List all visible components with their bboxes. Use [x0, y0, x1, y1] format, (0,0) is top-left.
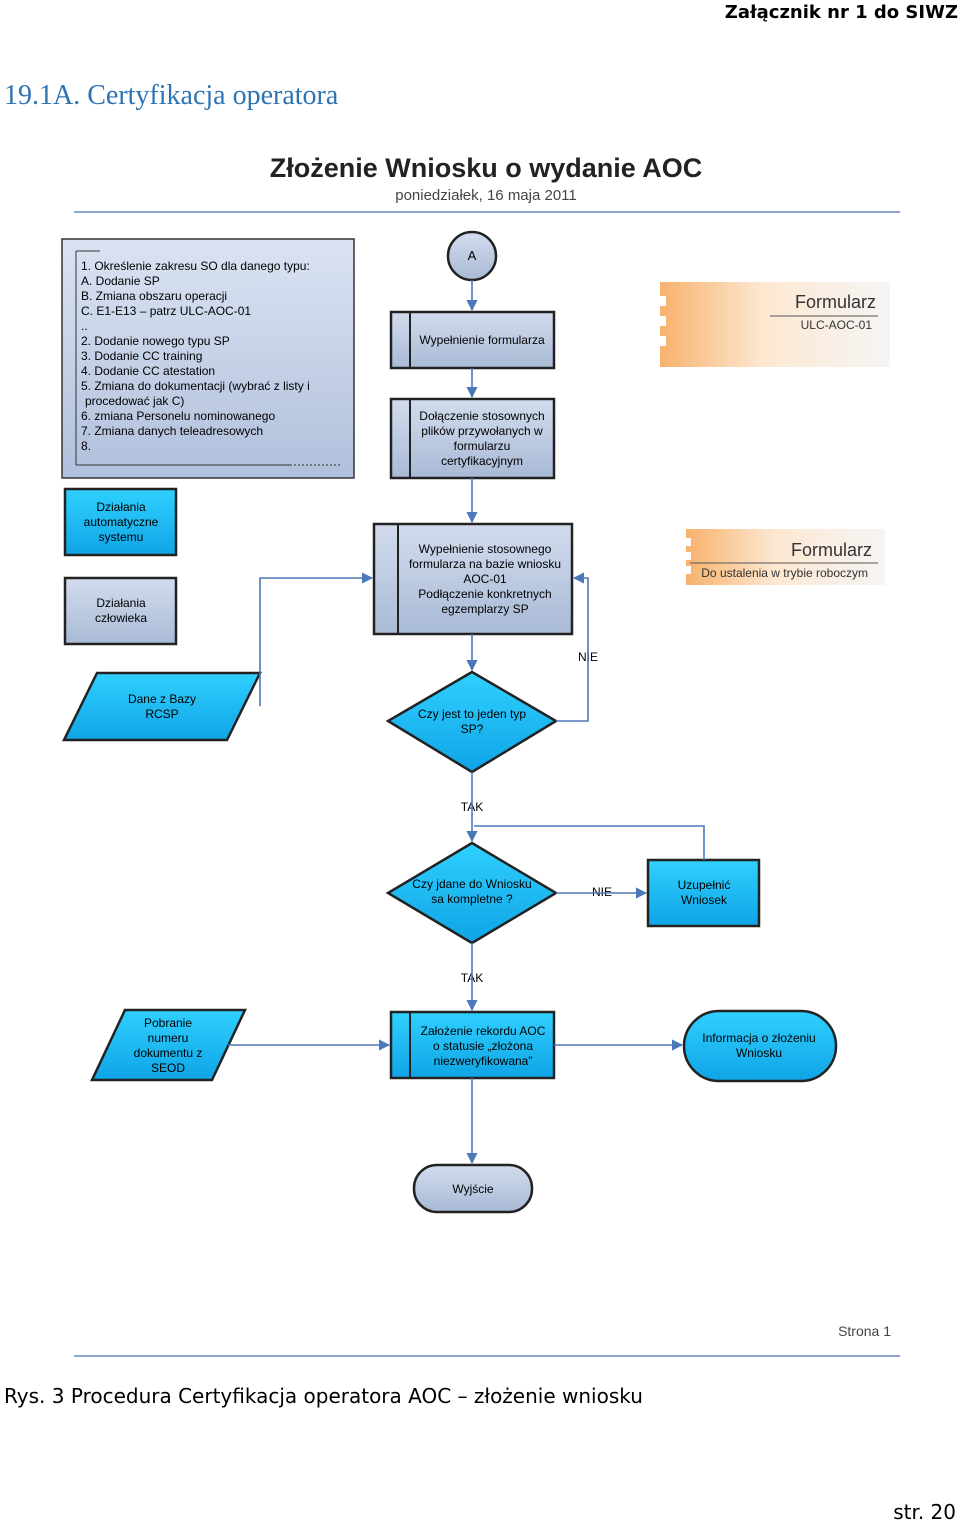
- attach-files-text: Dołączenie stosownych plików przywołanyc…: [419, 409, 544, 468]
- form1-title: Formularz: [795, 292, 876, 312]
- seod-data: [90, 1008, 247, 1082]
- exit-label: Wyjście: [452, 1182, 494, 1196]
- form1-tab: [656, 316, 666, 326]
- note-line: C. E1-E13 – patrz ULC-AOC-01: [81, 304, 251, 318]
- fill-aoc-line: Podłączenie konkretnych: [418, 587, 551, 601]
- attach-files-line: formularzu: [454, 439, 511, 453]
- legend-auto-line: systemu: [99, 530, 144, 544]
- section-title: 19.1A. Certyfikacja operatora: [4, 80, 339, 111]
- note-line: 8.: [81, 439, 91, 453]
- create-record-text: Założenie rekordu AOC o statusie „złożon…: [421, 1024, 546, 1068]
- seod-text: Pobranie numeru dokumentu z SEOD: [134, 1016, 203, 1075]
- info-terminator: [682, 1009, 838, 1083]
- figure-caption: Rys. 3 Procedura Certyfikacja operatora …: [4, 1384, 643, 1408]
- form2-tab: [682, 552, 691, 560]
- legend-auto-text: Działania automatyczne systemu: [84, 500, 159, 544]
- attachment-header: Załącznik nr 1 do SIWZ: [724, 2, 958, 23]
- note-line: 1. Określenie zakresu SO dla danego typu…: [81, 259, 310, 273]
- fill-aoc-line: AOC-01: [463, 572, 507, 586]
- scope-note-box: [61, 238, 355, 479]
- fill-form-label: Wypełnienie formularza: [419, 333, 545, 347]
- exit-terminator: [412, 1163, 534, 1214]
- create-record-box: [389, 1010, 556, 1080]
- form-roboczy: Formularz Do ustalenia w trybie roboczym: [682, 529, 885, 585]
- info-line: Wniosku: [736, 1046, 782, 1060]
- fill-aoc-line: formularza na bazie wniosku: [409, 557, 561, 571]
- form2-title: Formularz: [791, 540, 872, 560]
- complete-text: Uzupełnić Wniosek: [678, 878, 731, 907]
- attach-files-line: Dołączenie stosownych: [419, 409, 544, 423]
- note-line: 3. Dodanie CC training: [81, 349, 202, 363]
- fill-aoc-box: [372, 522, 574, 636]
- diagram-date: poniedziałek, 16 maja 2011: [395, 187, 577, 204]
- form1-bg: [660, 282, 890, 367]
- complete-line: Wniosek: [681, 893, 728, 907]
- fill-form-box: [389, 310, 556, 370]
- note-line: 2. Dodanie nowego typu SP: [81, 334, 230, 348]
- decision1-line: SP?: [461, 722, 484, 736]
- legend-auto-box: [63, 487, 178, 557]
- attach-files-line: plików przywołanych w: [421, 424, 543, 438]
- note-line: 5. Zmiana do dokumentacji (wybrać z list…: [81, 379, 310, 393]
- complete-request-box: [646, 858, 761, 928]
- seod-line: dokumentu z: [134, 1046, 203, 1060]
- info-line: Informacja o złożeniu: [702, 1031, 815, 1045]
- seod-line: SEOD: [151, 1061, 185, 1075]
- form2-tab: [682, 538, 691, 546]
- scope-note-text: 1. Określenie zakresu SO dla danego typu…: [81, 259, 310, 453]
- complete-line: Uzupełnić: [678, 878, 731, 892]
- create-record-line: o statusie „złożona: [433, 1039, 533, 1053]
- flow-rcsp-to-aoc: [259, 572, 374, 706]
- form-ulc-aoc-01: Formularz ULC-AOC-01: [656, 282, 890, 367]
- legend-human-text: Działania człowieka: [95, 596, 147, 625]
- seod-line: Pobranie: [144, 1016, 192, 1030]
- legend-auto-line: Działania: [96, 500, 146, 514]
- fill-aoc-line: Wypełnienie stosownego: [419, 542, 552, 556]
- form2-tab: [682, 566, 691, 574]
- nie2-label: NIE: [592, 885, 612, 899]
- create-record-line: Założenie rekordu AOC: [421, 1024, 546, 1038]
- decision1-text: Czy jest to jeden typ SP?: [418, 707, 526, 736]
- flow-complete-back: [474, 825, 705, 860]
- note-line: A. Dodanie SP: [81, 274, 160, 288]
- note-line: procedować jak C): [85, 394, 184, 408]
- create-record-line: niezweryfikowana”: [434, 1054, 533, 1068]
- attach-files-box: [389, 397, 556, 480]
- note-line: 7. Zmiana danych teleadresowych: [81, 424, 263, 438]
- attach-files-line: certyfikacyjnym: [441, 454, 523, 468]
- diagram-title: Złożenie Wniosku o wydanie AOC: [270, 153, 703, 183]
- legend-human-box: [63, 576, 178, 646]
- note-line: ..: [81, 319, 88, 333]
- legend-auto-line: automatyczne: [84, 515, 159, 529]
- page-number: str. 20: [893, 1500, 956, 1524]
- seod-line: numeru: [148, 1031, 189, 1045]
- form1-tab: [656, 336, 666, 346]
- rcsp-data: [61, 671, 263, 742]
- legend-human-line: człowieka: [95, 611, 147, 625]
- note-line: B. Zmiana obszaru operacji: [81, 289, 227, 303]
- page-label: Strona 1: [838, 1323, 891, 1339]
- rcsp-line: Dane z Bazy: [128, 692, 196, 706]
- info-text: Informacja o złożeniu Wniosku: [702, 1031, 815, 1060]
- decision2-text: Czy jdane do Wniosku sa kompletne ?: [412, 877, 531, 906]
- decision2-line: Czy jdane do Wniosku: [412, 877, 531, 891]
- form1-tab: [656, 296, 666, 306]
- note-line: 4. Dodanie CC atestation: [81, 364, 215, 378]
- decision2-line: sa kompletne ?: [431, 892, 513, 906]
- form1-sub: ULC-AOC-01: [801, 318, 873, 332]
- legend-human-line: Działania: [96, 596, 146, 610]
- form2-sub: Do ustalenia w trybie roboczym: [701, 566, 868, 580]
- decision1-line: Czy jest to jeden typ: [418, 707, 526, 721]
- form2-bg: [686, 529, 885, 585]
- flow-decision1-nie: [556, 572, 589, 722]
- note-line: 6. zmiana Personelu nominowanego: [81, 409, 275, 423]
- fill-aoc-line: egzemplarzy SP: [441, 602, 528, 616]
- rcsp-text: Dane z Bazy RCSP: [128, 692, 196, 721]
- connector-a-label: A: [468, 248, 477, 263]
- rcsp-line: RCSP: [145, 707, 178, 721]
- fill-aoc-text: Wypełnienie stosownego formularza na baz…: [409, 542, 561, 616]
- connectors: [228, 280, 705, 1165]
